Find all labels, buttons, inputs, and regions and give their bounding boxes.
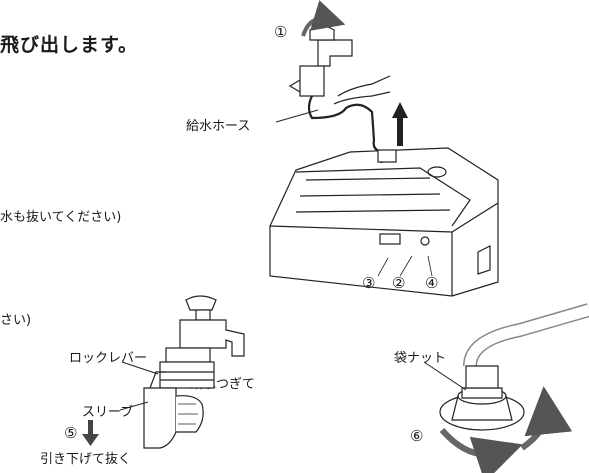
label-supply-hose: 給水ホース: [186, 119, 251, 134]
page-heading: 飛び出します。: [0, 34, 139, 56]
label-pull-down: 引き下げて抜く: [40, 452, 132, 467]
label-lock-lever: ロックレバー: [69, 351, 148, 366]
faucet-lock-lever-illustration: [143, 295, 245, 449]
step-5-marker: ⑤: [64, 424, 78, 442]
instruction-line-1: 水も抜いてください): [0, 210, 122, 225]
cap-nut-illustration: [439, 303, 589, 431]
step-1-marker: ①: [274, 23, 288, 41]
step-2-marker: ②: [392, 274, 406, 292]
rotate-arrow-icon: [301, 0, 346, 37]
label-sleeve: スリーブ: [82, 405, 134, 420]
sleeve-leader-line: [119, 401, 149, 411]
step-4-marker: ④: [425, 274, 439, 292]
step-6-marker: ⑥: [410, 427, 424, 445]
washing-machine-illustration: [269, 147, 499, 297]
down-arrow-icon: [82, 420, 99, 446]
up-arrow-icon: [392, 102, 408, 146]
cap-nut-leader-line: [423, 361, 467, 391]
rotate-arrows-icon: [439, 386, 573, 473]
lock-lever-leader-line: [121, 361, 159, 375]
instruction-line-2: さい): [0, 313, 32, 328]
label-cap-nut: 袋ナット: [394, 351, 447, 366]
top-faucet-hose-illustration: [288, 25, 397, 164]
supply-hose-leader-line: [275, 109, 319, 123]
